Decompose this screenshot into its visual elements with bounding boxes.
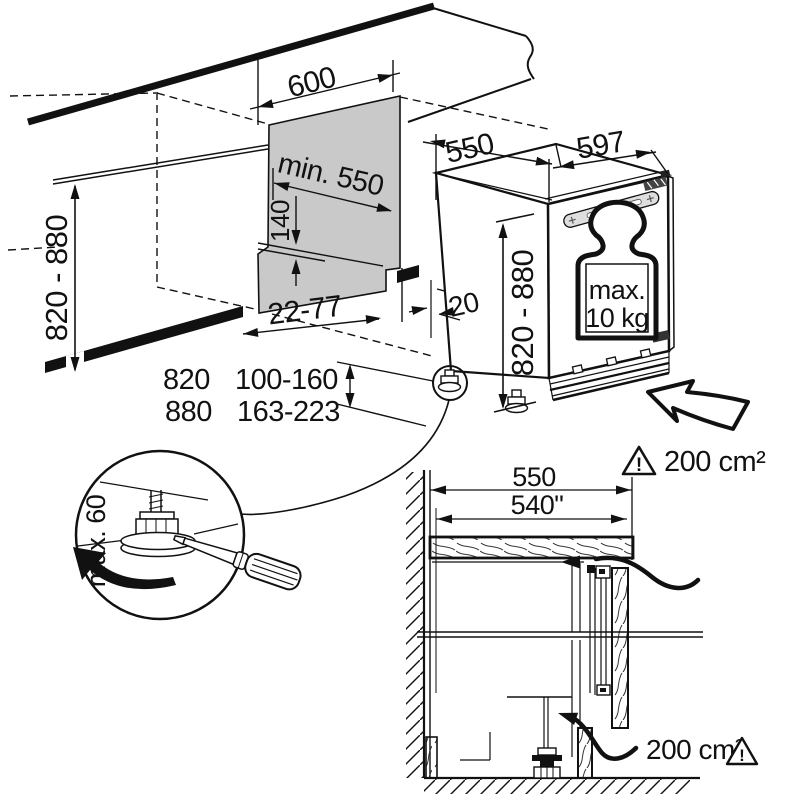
vent-area-top-label: 200 cm² xyxy=(664,446,766,478)
dim-recess-height xyxy=(291,196,301,286)
table-row: 820 100-160 xyxy=(163,364,338,396)
niche-side-panel xyxy=(257,95,401,314)
detail-leader-lines xyxy=(77,481,239,547)
section-worktop xyxy=(428,535,635,560)
vent-area-bottom: 200 cm² ! xyxy=(646,734,759,766)
dim-counter-depth xyxy=(249,60,401,125)
table-row: 880 163-223 xyxy=(165,396,340,428)
insert-direction-arrow-icon xyxy=(646,379,750,431)
foot-adjust-label: max. 60 xyxy=(81,495,111,588)
section-dim-550 xyxy=(430,477,633,560)
floor-hatch xyxy=(424,779,690,794)
svg-text:!: ! xyxy=(739,746,745,765)
furniture-door-panel xyxy=(611,567,629,729)
max-load-weight-icon: max. 10 kg xyxy=(575,199,659,341)
airflow-bottom-curve xyxy=(567,713,639,761)
niche-height-label: 820 - 880 xyxy=(39,214,74,341)
appliance-width-label: 597 xyxy=(574,125,627,166)
door-upper-bracket xyxy=(643,169,671,192)
max-load-line2: 10 kg xyxy=(585,303,649,333)
vent-area-bottom-label: 200 cm² xyxy=(646,734,744,765)
svg-text:!: ! xyxy=(636,455,642,476)
wall-batten xyxy=(425,736,438,779)
section-hinge-brackets xyxy=(587,565,611,696)
worktop-edges xyxy=(27,2,535,185)
counter-depth-label: 600 xyxy=(284,61,339,105)
airflow-top-curve xyxy=(593,555,701,591)
niche-isometric-view: 600 min. 550 140 22-77 xyxy=(7,2,549,379)
section-mid-rail xyxy=(417,631,703,638)
recess-height-label: 140 xyxy=(265,200,295,242)
leveling-foot-icon xyxy=(532,747,562,779)
door-edge xyxy=(667,175,675,352)
dim-appliance-depth xyxy=(422,134,553,202)
screwdriver-icon xyxy=(172,534,302,591)
foot-callout-circle xyxy=(432,365,468,401)
vent-area-top: ! 200 cm² xyxy=(621,445,767,478)
warning-triangle-icon xyxy=(725,736,759,766)
max-load-line1: max. xyxy=(589,275,646,305)
foot-callout-curve xyxy=(239,399,450,516)
dim-niche-depth xyxy=(272,168,394,216)
wall-hatch xyxy=(406,472,424,778)
cross-section-view: 550 540" xyxy=(406,462,703,794)
section-dim-540 xyxy=(435,508,627,693)
foot-detail-view: max. 60 xyxy=(73,449,302,621)
niche-plinth-table: 820 100-160 880 163-223 xyxy=(163,361,434,428)
dim-appliance-height xyxy=(493,213,537,413)
section-depth-total-label: 550 xyxy=(512,462,556,492)
worktop-torn-edge xyxy=(525,35,535,80)
plinth-bar xyxy=(45,306,243,373)
dim-niche-height xyxy=(70,184,80,372)
dim-rear-gap xyxy=(408,280,461,338)
warning-triangle-icon xyxy=(621,445,657,476)
appliance-feet xyxy=(437,369,529,414)
section-depth-clear-label: 540" xyxy=(511,490,564,520)
plinth-bar-right-piece xyxy=(397,265,419,283)
plinth-height-dim xyxy=(336,361,434,427)
appliance-height-label: 820 - 880 xyxy=(505,249,540,376)
rear-gap-label: 20 xyxy=(445,286,481,323)
airflow-arrow-icon xyxy=(555,706,579,726)
dim-plinth-depth xyxy=(242,313,382,339)
dim-appliance-width xyxy=(552,144,669,175)
rotate-ccw-arrow-icon xyxy=(73,547,176,590)
